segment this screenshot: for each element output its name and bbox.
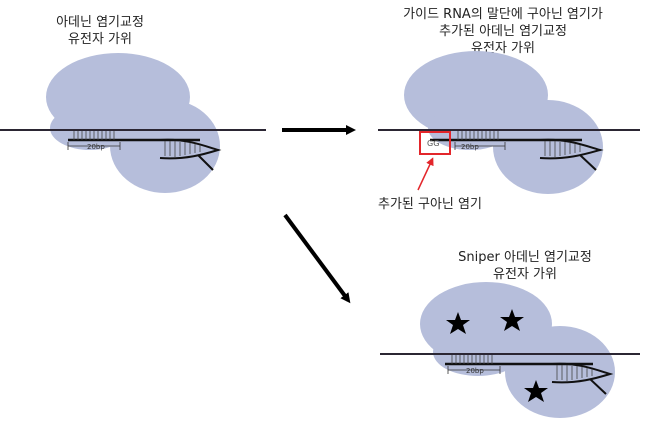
added-guanine-bases: GG [427, 139, 439, 148]
hairpin-ticks [556, 365, 593, 381]
spacer-length-label: 20bp [466, 367, 484, 375]
protein-blob [404, 51, 603, 194]
spacer-length-label: 20bp [87, 143, 105, 151]
star-icon [500, 309, 524, 331]
panel-c-caption-line-2: 유전자 가위 [493, 267, 557, 282]
rna-ticks [457, 131, 499, 140]
panel-a-caption-line-1: 아데닌 염기교정 [56, 15, 144, 30]
guide-rna [430, 138, 604, 171]
added-guanine-caption: 추가된 구아닌 염기 [378, 197, 482, 212]
spacer-length-bracket [447, 366, 501, 374]
added-guanine-highlight-box [419, 131, 451, 155]
star-icon [446, 312, 470, 334]
panel-a-caption: 아데닌 염기교정 유전자 가위 [40, 14, 160, 48]
protein-blob [46, 53, 220, 193]
panel-b-caption: 가이드 RNA의 말단에 구아닌 염기가 추가된 아데닌 염기교정 유전자 가위 [378, 6, 628, 57]
spacer-length-bracket [454, 142, 506, 150]
panel-c-caption-line-1: Sniper 아데닌 염기교정 [458, 250, 592, 265]
hairpin-ticks [544, 141, 581, 157]
panel-a: 20bp [0, 53, 266, 193]
arrow-to-panel-c [283, 213, 351, 304]
guide-rna [445, 362, 614, 395]
rna-ticks [73, 131, 115, 140]
panel-c-caption: Sniper 아데닌 염기교정 유전자 가위 [430, 249, 620, 283]
panel-c: 20bp [380, 282, 640, 418]
hairpin-ticks [164, 141, 201, 157]
panel-b: 20bp GG [378, 51, 640, 194]
protein-blob [420, 282, 615, 418]
panel-a-caption-line-2: 유전자 가위 [68, 32, 132, 47]
panel-b-caption-line-2: 추가된 아데닌 염기교정 [439, 24, 567, 39]
red-pointer-arrow [417, 157, 434, 191]
rna-ticks [451, 355, 493, 364]
panel-b-caption-line-1: 가이드 RNA의 말단에 구아닌 염기가 [403, 7, 603, 22]
spacer-length-bracket [67, 142, 121, 150]
spacer-length-label: 20bp [461, 143, 479, 151]
star-icon [524, 380, 548, 402]
